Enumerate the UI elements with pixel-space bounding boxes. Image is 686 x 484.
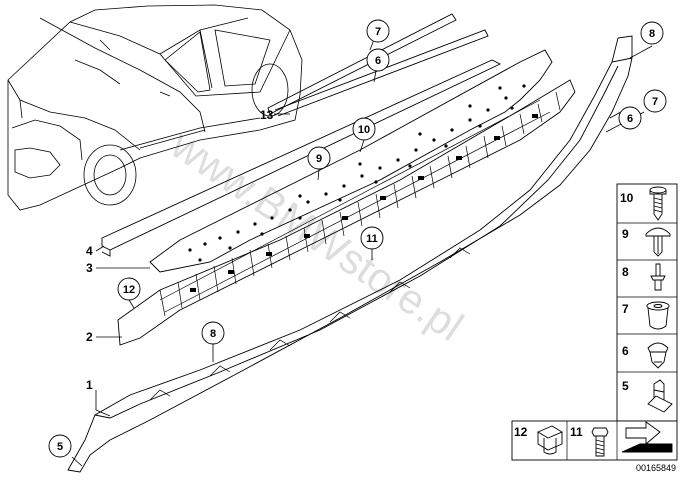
expanding-nut-icon xyxy=(646,301,670,330)
callout-5: 5 xyxy=(48,434,72,458)
callout-9: 9 xyxy=(307,146,331,170)
push-rivet-icon xyxy=(645,227,671,257)
sill-panel xyxy=(149,49,553,273)
diagram-number: 00165849 xyxy=(636,463,676,473)
callout-8-bottom: 8 xyxy=(201,321,225,345)
callout-10: 10 xyxy=(352,117,376,141)
carrier-bracket xyxy=(117,79,576,346)
blind-rivet-icon xyxy=(650,263,666,291)
car-illustration xyxy=(7,4,303,211)
legend-no-6: 6 xyxy=(622,344,629,358)
sleeve-nut-icon xyxy=(537,425,563,455)
legend-no-9: 9 xyxy=(622,227,629,241)
legend-no-12: 12 xyxy=(514,425,528,439)
callout-4: 4 xyxy=(86,244,93,258)
legend-no-7: 7 xyxy=(622,302,629,316)
legend-no-11: 11 xyxy=(570,425,583,439)
fastener-legend: 10 9 8 7 6 5 xyxy=(511,183,678,461)
legend-no-10: 10 xyxy=(620,191,634,205)
diagram-marker-icon xyxy=(621,421,673,453)
callouts: 1 2 3 4 5 13 7 6 8 7 6 10 xyxy=(48,19,667,458)
bolt-icon xyxy=(591,427,609,457)
callout-13: 13 xyxy=(260,108,274,122)
side-skirt-tabs xyxy=(149,247,471,401)
svg-text:5: 5 xyxy=(57,441,63,453)
svg-text:12: 12 xyxy=(123,284,135,296)
callout-7-right: 7 xyxy=(643,89,667,113)
sill-panel-holes xyxy=(188,84,526,262)
callout-12: 12 xyxy=(117,277,141,301)
svg-text:10: 10 xyxy=(358,124,370,136)
screw-icon xyxy=(649,186,667,221)
spring-nut-icon xyxy=(647,379,673,413)
svg-text:7: 7 xyxy=(375,26,381,38)
callout-6-right: 6 xyxy=(618,106,642,130)
carrier-bracket-ribs xyxy=(159,91,561,317)
callout-6-top: 6 xyxy=(366,48,390,72)
callout-1: 1 xyxy=(86,378,93,392)
svg-text:6: 6 xyxy=(375,55,381,67)
svg-text:8: 8 xyxy=(649,28,655,40)
svg-text:6: 6 xyxy=(627,113,633,125)
callout-7-top: 7 xyxy=(366,19,390,43)
callout-2: 2 xyxy=(86,330,93,344)
legend-no-5: 5 xyxy=(622,379,629,393)
side-skirt xyxy=(67,35,633,473)
svg-text:8: 8 xyxy=(210,328,216,340)
callout-3: 3 xyxy=(86,261,93,275)
callout-11: 11 xyxy=(360,226,384,250)
callout-8-top: 8 xyxy=(640,21,664,45)
legend-no-8: 8 xyxy=(622,265,629,279)
svg-text:7: 7 xyxy=(652,96,658,108)
svg-text:11: 11 xyxy=(366,233,378,245)
clip-icon xyxy=(647,342,669,369)
carrier-bracket-slots xyxy=(190,114,538,292)
svg-text:9: 9 xyxy=(316,153,322,165)
